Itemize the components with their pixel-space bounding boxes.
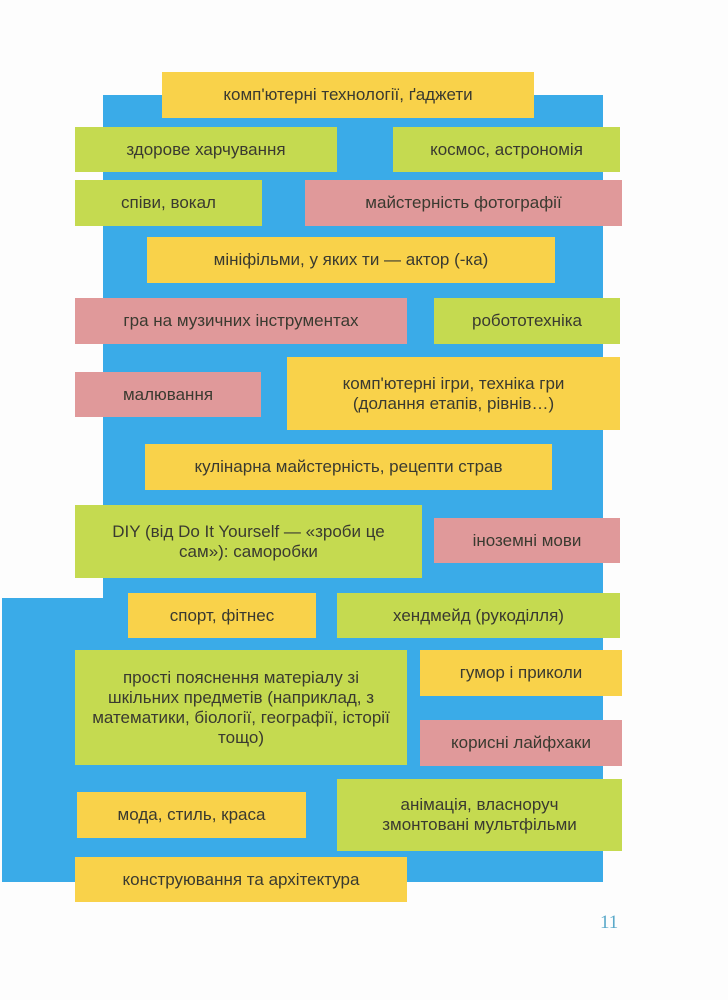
topic-minifilms: мініфільми, у яких ти — актор (-ка) (147, 237, 555, 283)
topic-lifehacks: корисні лайфхаки (420, 720, 622, 766)
topic-photography: майстерність фотографії (305, 180, 622, 226)
topic-robotics: робототехніка (434, 298, 620, 344)
topic-diy: DIY (від Do It Yourself — «зроби це сам»… (75, 505, 422, 578)
topic-animation: анімація, власноруч змонтовані мультфіль… (337, 779, 622, 851)
topic-fashion: мода, стиль, краса (77, 792, 306, 838)
topic-music-instruments: гра на музичних інструментах (75, 298, 407, 344)
topic-humor: гумор і приколи (420, 650, 622, 696)
topic-foreign-languages: іноземні мови (434, 518, 620, 563)
topic-singing: співи, вокал (75, 180, 262, 226)
page-number: 11 (600, 912, 619, 933)
topic-school-explanations: прості пояснення матеріалу зі шкільних п… (75, 650, 407, 765)
topic-computer-tech: комп'ютерні технології, ґаджети (162, 72, 534, 118)
topic-architecture: конструювання та архітектура (75, 857, 407, 902)
topic-handmade: хендмейд (рукоділля) (337, 593, 620, 638)
topic-space: космос, астрономія (393, 127, 620, 172)
topic-drawing: малювання (75, 372, 261, 417)
topic-sport: спорт, фітнес (128, 593, 316, 638)
topic-cooking: кулінарна майстерність, рецепти страв (145, 444, 552, 490)
topic-computer-games: комп'ютерні ігри, техніка гри (долання е… (287, 357, 620, 430)
topic-healthy-food: здорове харчування (75, 127, 337, 172)
